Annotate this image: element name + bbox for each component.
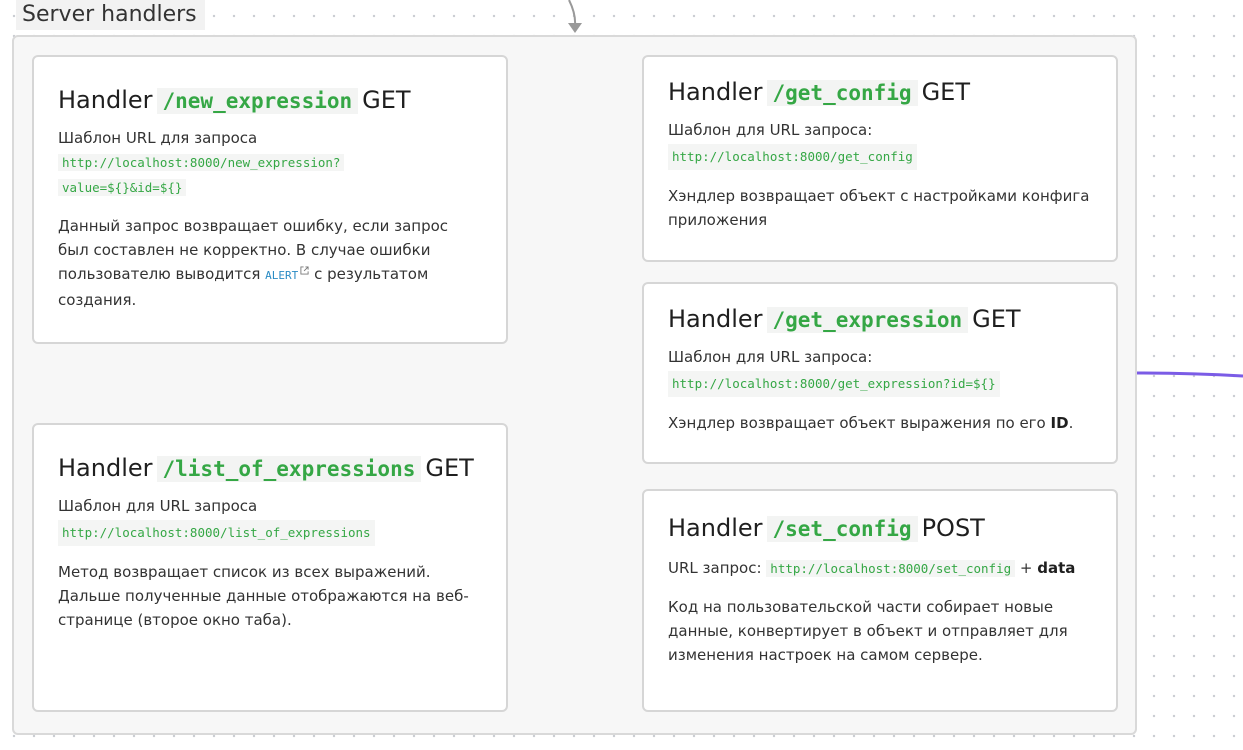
url-label: URL запрос: — [668, 559, 762, 577]
template-label: Шаблон URL для запроса — [58, 129, 258, 147]
top-connector-arrow[interactable] — [568, 0, 582, 33]
route-label: /list_of_expressions — [156, 456, 422, 482]
description-text: Хэндлер возвращает объект выражения по е… — [668, 414, 1046, 432]
route-label: /get_config — [766, 80, 918, 106]
method-label: GET — [921, 78, 970, 106]
method-label: GET — [362, 86, 411, 114]
data-label: data — [1037, 559, 1076, 577]
template-label: Шаблон для URL запроса: — [668, 121, 873, 139]
description-bold: ID — [1050, 414, 1069, 432]
group-title: Server handlers — [16, 0, 205, 30]
card-description: Данный запрос возвращает ошибку, если за… — [58, 214, 482, 312]
template-label: Шаблон для URL запроса: — [668, 348, 873, 366]
url-template: http://localhost:8000/get_expression?id=… — [668, 371, 1000, 397]
title-prefix: Handler — [668, 305, 763, 333]
title-prefix: Handler — [58, 454, 153, 482]
method-label: POST — [921, 514, 985, 542]
route-label: /new_expression — [156, 88, 359, 114]
url-line-1: http://localhost:8000/new_expression? — [58, 154, 345, 171]
card-description: Хэндлер возвращает объект с настройками … — [668, 187, 1090, 229]
route-label: /get_expression — [766, 307, 969, 333]
url-line-2: value=${}&id=${} — [58, 179, 187, 196]
url-line: URL запрос: http://localhost:8000/set_co… — [668, 556, 1092, 581]
card-description: Хэндлер возвращает объект выражения по е… — [668, 411, 1092, 435]
template-label: Шаблон для URL запроса — [58, 497, 258, 515]
method-label: GET — [425, 454, 474, 482]
card-description: Метод возвращает список из всех выражени… — [58, 563, 469, 629]
route-label: /set_config — [766, 516, 918, 542]
description-text-end: с результатом создания. — [58, 265, 429, 309]
method-label: GET — [972, 305, 1021, 333]
description-end: . — [1068, 414, 1074, 432]
external-link-icon — [300, 266, 309, 275]
description-text: Данный запрос возвращает ошибку, если за… — [58, 217, 449, 283]
url-template: http://localhost:8000/get_config — [668, 144, 917, 170]
card-description: Код на пользовательской части собирает н… — [668, 598, 1068, 664]
title-prefix: Handler — [668, 514, 763, 542]
title-prefix: Handler — [668, 78, 763, 106]
alert-link[interactable]: ALERT — [265, 269, 299, 282]
url-template: http://localhost:8000/set_config — [766, 560, 1016, 577]
plus-sign: + — [1019, 559, 1033, 577]
url-template: http://localhost:8000/new_expression? va… — [58, 150, 482, 200]
title-prefix: Handler — [58, 86, 153, 114]
url-template: http://localhost:8000/list_of_expression… — [58, 520, 375, 546]
